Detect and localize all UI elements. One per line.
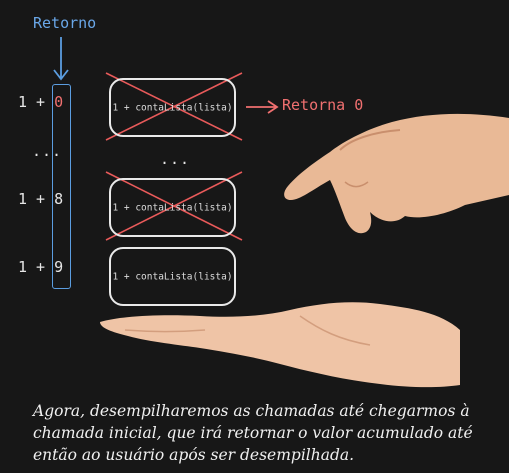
pointing-hand-illustration bbox=[284, 113, 509, 234]
sum-prefix: 1 + bbox=[18, 93, 55, 111]
frame-call-text: 1 + contaLista(lista) bbox=[112, 102, 233, 113]
open-palm-hand-illustration bbox=[100, 302, 460, 388]
ellipsis-center: ... bbox=[160, 150, 191, 168]
retorno-arrow bbox=[53, 37, 69, 81]
sum-prefix: 1 + bbox=[18, 190, 55, 208]
sum-value: 8 bbox=[54, 190, 64, 208]
return-zero-label: Retorna 0 bbox=[282, 96, 364, 114]
sum-row-2: 1 + 8 bbox=[18, 190, 63, 208]
stack-frame-2: 1 + contaLista(lista) bbox=[109, 178, 236, 237]
sum-row-3: 1 + 9 bbox=[18, 258, 63, 276]
retorno-label: Retorno bbox=[33, 14, 97, 32]
sum-value-returned: 0 bbox=[54, 93, 64, 111]
ellipsis-left: ... bbox=[32, 142, 63, 160]
caption-text: Agora, desempilharemos as chamadas até c… bbox=[33, 402, 473, 464]
cross-mark-frame-2 bbox=[105, 171, 243, 241]
frame-call-text: 1 + contaLista(lista) bbox=[112, 202, 233, 213]
stack-frame-3: 1 + contaLista(lista) bbox=[109, 247, 236, 306]
sum-value: 9 bbox=[54, 258, 64, 276]
sum-prefix: 1 + bbox=[18, 258, 55, 276]
stack-frame-1: 1 + contaLista(lista) bbox=[109, 78, 236, 137]
sum-row-1: 1 + 0 bbox=[18, 93, 63, 111]
cross-mark-frame-1 bbox=[105, 72, 243, 141]
return-arrow bbox=[246, 100, 279, 114]
return-path-bracket bbox=[52, 84, 71, 289]
frame-call-text: 1 + contaLista(lista) bbox=[112, 271, 233, 282]
